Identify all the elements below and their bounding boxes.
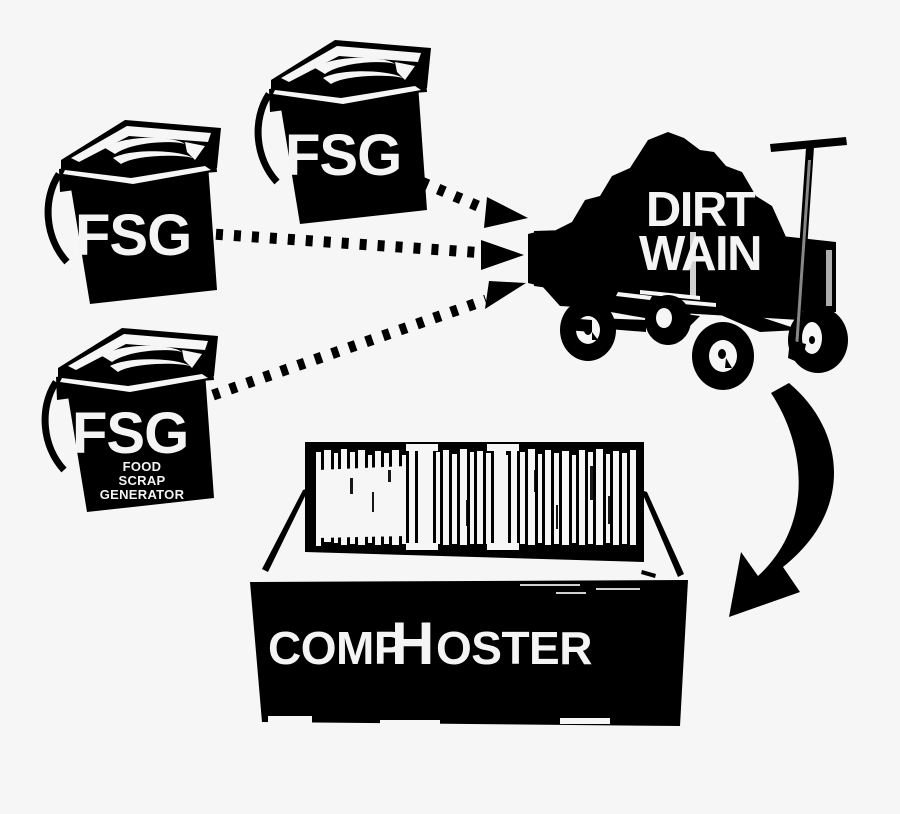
bucket-handle bbox=[44, 172, 70, 265]
fsg-subtitle-line-3: GENERATOR bbox=[100, 487, 185, 502]
comphoster-label-group: COMP H OSTER bbox=[268, 610, 593, 677]
fsg-label-bottom: FSG bbox=[72, 401, 188, 466]
comphoster-label-part-3: OSTER bbox=[436, 622, 592, 674]
comphoster-lid-slats bbox=[316, 444, 636, 550]
arrow-fsg-left-to-wagon bbox=[197, 227, 524, 270]
bucket-body bbox=[67, 150, 217, 304]
dirt-wain-label-line-1: DIRT bbox=[646, 183, 756, 237]
wagon-bed-left bbox=[534, 226, 690, 308]
bucket-body bbox=[64, 358, 214, 512]
dirt-wain-label-line-2: WAIN bbox=[639, 227, 761, 281]
comphoster-body bbox=[250, 580, 688, 726]
fsg-label-top: FSG bbox=[285, 123, 401, 188]
comphoster-label-part-2: H bbox=[391, 610, 433, 677]
bucket-handle bbox=[254, 92, 280, 185]
arrow-fsg-bottom-to-wagon bbox=[194, 281, 526, 407]
comphoster-strut-right bbox=[641, 490, 684, 577]
bucket-handle bbox=[41, 380, 67, 473]
comphoster-label-part-1: COMP bbox=[268, 622, 404, 674]
arrow-wagon-to-composter bbox=[729, 383, 835, 617]
wagon-pull-handle bbox=[770, 133, 847, 364]
fsg-subtitle-line-2: SCRAP bbox=[118, 473, 165, 488]
arrow-fsg-top-to-wagon bbox=[402, 169, 528, 228]
fsg-subtitle-line-1: FOOD bbox=[123, 459, 162, 474]
fsg-label-left: FSG bbox=[75, 203, 191, 268]
bucket-body bbox=[277, 70, 427, 224]
comphoster-strut-left bbox=[262, 488, 309, 572]
